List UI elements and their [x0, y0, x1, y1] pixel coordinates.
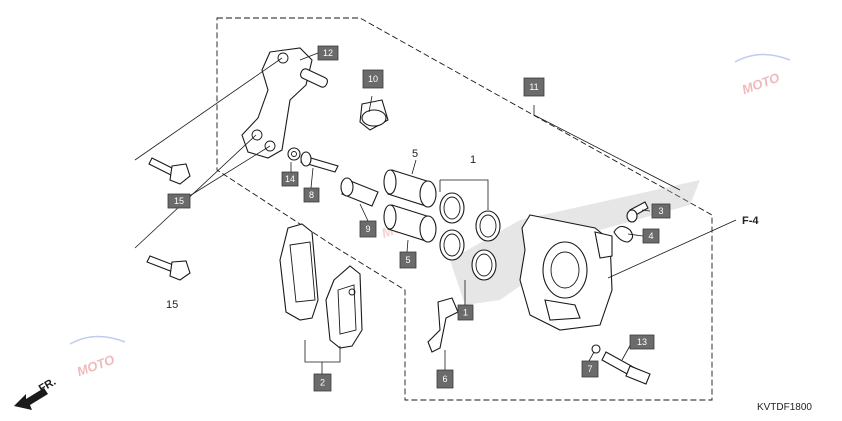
callout-14: 14: [281, 171, 299, 187]
label-f4: F-4: [742, 215, 759, 227]
callout-text-5: 5: [405, 255, 410, 265]
callout-11: 11: [523, 77, 545, 97]
callout-text-12: 12: [323, 48, 333, 58]
callout-15-upper: 15: [167, 193, 191, 209]
callout-text-4: 4: [648, 231, 653, 241]
bolt-upper: [148, 157, 191, 185]
brake-pad-right: [325, 265, 363, 349]
clip: [591, 344, 601, 354]
callout-text-1: 1: [463, 308, 468, 318]
bolt-lower: [146, 255, 191, 281]
direction-label: FR.: [37, 376, 58, 395]
washer: [287, 147, 301, 161]
callout-text-3: 3: [658, 206, 663, 216]
leader-lines: [134, 52, 737, 374]
label-15: 15: [166, 299, 178, 311]
caliper-bracket: [241, 47, 329, 159]
bleeder-cap: [613, 225, 634, 243]
callout-1: 1: [457, 304, 474, 321]
callout-2: 2: [313, 373, 332, 392]
caliper-body: [519, 214, 613, 331]
callout-3: 3: [651, 203, 671, 219]
callout-text-11: 11: [529, 82, 538, 92]
watermark-logo-top-right: MOTO: [734, 53, 791, 97]
callout-text-14: 14: [285, 174, 295, 184]
callout-text-8: 8: [309, 190, 314, 200]
callout-7: 7: [581, 360, 599, 378]
callout-text-7: 7: [587, 364, 592, 374]
brake-pad-left: [279, 223, 319, 321]
callout-text-9: 9: [365, 224, 370, 234]
seal-rings: [439, 192, 501, 281]
diagram-code: KVTDF1800: [756, 402, 812, 413]
pad-pin: [601, 351, 651, 385]
callout-8: 8: [303, 187, 320, 203]
callout-5-box: 5: [399, 251, 417, 269]
svg-text:MOTO: MOTO: [740, 70, 782, 97]
piston-lower: [383, 204, 437, 243]
front-direction-arrow: FR.: [14, 376, 58, 410]
callout-12: 12: [317, 45, 339, 61]
callout-4: 4: [642, 228, 660, 244]
piston-upper: [383, 169, 437, 208]
label-5: 5: [412, 148, 418, 160]
label-1: 1: [470, 154, 476, 166]
assembly-frame: [216, 17, 713, 401]
bleeder-screw: [626, 201, 649, 223]
sleeve: [340, 177, 379, 207]
slide-pin: [300, 151, 339, 173]
callout-text-6: 6: [442, 374, 447, 384]
callout-6: 6: [436, 369, 454, 389]
boot-seal: [359, 99, 389, 131]
callout-text-2: 2: [320, 378, 325, 388]
callout-10: 10: [362, 69, 384, 89]
pad-spring: [427, 297, 459, 353]
callout-13: 13: [629, 334, 655, 350]
callout-9: 9: [359, 220, 377, 238]
callout-text-13: 13: [637, 337, 647, 347]
svg-text:MOTO: MOTO: [75, 352, 117, 379]
watermark-logo-left: MOTO: [69, 335, 126, 379]
callout-text-15: 15: [174, 196, 184, 206]
callout-text-10: 10: [368, 74, 378, 84]
